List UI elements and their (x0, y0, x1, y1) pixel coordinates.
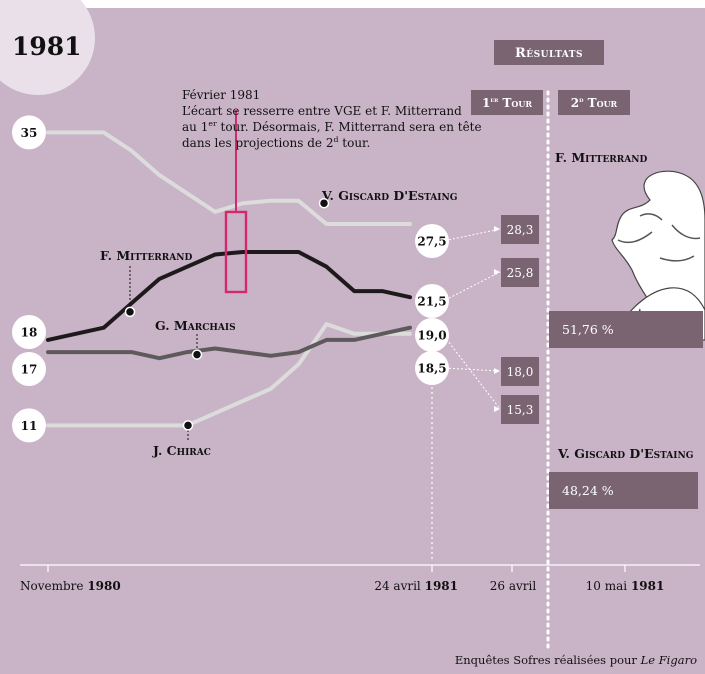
round1-header-sup: er (490, 95, 499, 104)
start-value-label: 35 (21, 126, 38, 140)
start-value-label: 11 (21, 419, 38, 433)
arrow-head (494, 269, 500, 275)
start-value-circle (12, 315, 46, 349)
end-value-circle (415, 284, 449, 318)
series-chirac-marker (182, 420, 194, 431)
second-round-mitterrand-value: 51,76 % (562, 322, 614, 337)
series-marchais-line (46, 325, 412, 361)
first-round-value: 28,3 (507, 223, 534, 237)
start-value-circle (12, 408, 46, 443)
arrow-head (494, 226, 500, 232)
results-header-box (494, 40, 604, 65)
series-mitterrand-line (46, 250, 412, 342)
source-note: Enquêtes Sofres réalisées pour Le Figaro (455, 653, 697, 667)
arrow-head (494, 406, 500, 412)
first-round-box (501, 258, 539, 287)
year-badge-circle (0, 0, 95, 95)
start-value-label: 17 (21, 363, 38, 377)
annotation-line-3-text-end: tour. (338, 136, 370, 150)
x-label-start-bold: 1980 (87, 579, 120, 593)
first-round-box (501, 215, 539, 244)
x-label-10-mai-bold: 1981 (631, 579, 664, 593)
first-round-arrow (448, 271, 501, 299)
end-value-label: 19,0 (417, 329, 446, 343)
round2-header-text-end: Tour (584, 96, 618, 110)
x-label-24-avril: 24 avril 1981 (374, 579, 458, 593)
series-mitterrand-marker (124, 306, 136, 318)
round1-header-text: 1 (482, 96, 490, 110)
portrait-lines (617, 213, 701, 262)
series-marchais-name: G. Marchais (155, 318, 236, 333)
end-value-label: 18,5 (417, 362, 446, 376)
round1-header: 1er Tour (482, 95, 532, 110)
annotation-line-3-sup: d (333, 135, 338, 144)
annotation-title: Février 1981 (182, 88, 260, 102)
first-round-box (501, 357, 539, 386)
source-note-text: Enquêtes Sofres réalisées pour (455, 653, 641, 667)
highlight-box (224, 210, 248, 294)
x-label-26-avril-text: 26 avril (490, 579, 537, 593)
second-round-giscard-name: V. Giscard D'Estaing (557, 446, 693, 461)
round2-header-sup: d (579, 95, 584, 104)
annotation-line-2-text: au 1 (182, 120, 208, 134)
start-value-circle (12, 352, 46, 386)
x-label-24-avril-bold: 1981 (425, 579, 458, 593)
x-label-10-mai-text: 10 mai (586, 579, 631, 593)
annotation-line-2-text-end: tour. Désormais, F. Mitterrand sera en t… (217, 120, 482, 134)
series-marchais-marker (191, 349, 203, 360)
first-round-value: 15,3 (507, 403, 534, 417)
round2-header-box (558, 90, 630, 115)
end-value-label: 27,5 (417, 235, 446, 249)
series-giscard-name: V. Giscard D'Estaing (321, 188, 457, 203)
first-round-value: 18,0 (507, 365, 534, 379)
second-round-giscard-value: 48,24 % (562, 483, 614, 498)
x-label-26-avril: 26 avril (490, 579, 537, 593)
second-round-mitterrand-box (549, 311, 703, 348)
annotation-line-3-text: dans les projections de 2 (182, 136, 333, 150)
annotation-line-1-text: L’écart se resserre entre VGE et F. Mitt… (182, 104, 462, 118)
series-chirac-name: J. Chirac (152, 443, 211, 458)
annotation-line-1: L’écart se resserre entre VGE et F. Mitt… (182, 104, 462, 118)
first-round-arrow (448, 342, 501, 410)
portrait-head (611, 170, 705, 321)
first-round-box (501, 395, 539, 424)
annotation-line-2-sup: er (208, 119, 217, 128)
x-label-10-mai: 10 mai 1981 (586, 579, 665, 593)
end-value-circle (415, 351, 449, 385)
end-value-label: 21,5 (417, 295, 446, 309)
second-round-giscard-box (549, 472, 698, 509)
year-label: 1981 (12, 32, 82, 61)
x-label-start-text: Novembre (20, 579, 87, 593)
first-round-arrow (448, 228, 501, 241)
second-round-mitterrand-name: F. Mitterrand (555, 150, 647, 165)
series-chirac-line (46, 322, 412, 428)
series-mitterrand-name: F. Mitterrand (100, 248, 192, 263)
arrow-head (494, 368, 500, 374)
source-note-italic: Le Figaro (640, 653, 697, 667)
series-giscard-marker (318, 197, 330, 209)
x-label-24-avril-text: 24 avril (374, 579, 424, 593)
start-value-label: 18 (21, 326, 38, 340)
round2-header-text: 2 (571, 96, 579, 110)
start-value-circle (12, 115, 46, 150)
round1-header-box (471, 90, 543, 115)
first-round-value: 25,8 (507, 266, 534, 280)
x-label-start: Novembre 1980 (20, 579, 121, 593)
annotation-line-2: au 1er tour. Désormais, F. Mitterrand se… (182, 119, 482, 134)
end-value-circle (415, 318, 449, 352)
series-giscard-line (46, 130, 412, 226)
round1-header-text-end: Tour (498, 96, 532, 110)
round2-header: 2d Tour (571, 95, 618, 110)
first-round-arrow (448, 367, 501, 372)
annotation-line-3: dans les projections de 2d tour. (182, 135, 370, 150)
results-header: Résultats (515, 46, 583, 61)
end-value-circle (415, 224, 449, 258)
